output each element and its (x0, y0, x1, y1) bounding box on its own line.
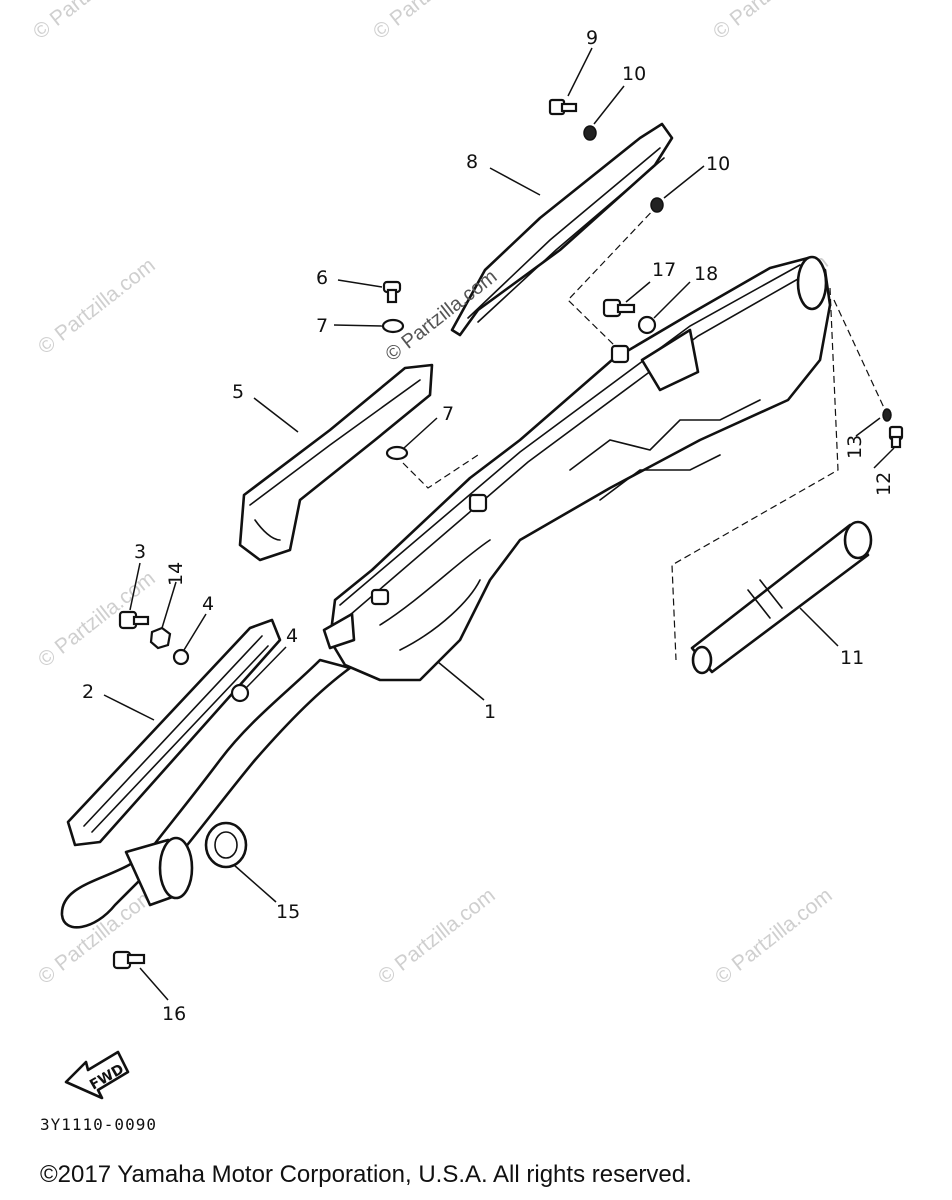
bolt-6 (382, 280, 402, 304)
washer-7-top (381, 318, 405, 334)
part-5-mid-protector (238, 363, 434, 562)
watermark-10: © Partzilla.com (711, 884, 837, 989)
watermark-2: © Partzilla.com (369, 0, 495, 44)
bolt-17 (602, 298, 636, 318)
nut-14 (149, 626, 172, 650)
washer-10-right (650, 197, 664, 213)
washer-13 (882, 408, 892, 422)
assembly-lines (402, 204, 886, 661)
watermark-center: © Partzilla.com (382, 266, 502, 366)
washer-18 (637, 315, 657, 335)
callout-4-upper: 4 (202, 593, 214, 615)
watermark-1: © Partzilla.com (29, 0, 155, 44)
bolt-16 (112, 950, 146, 970)
callout-17: 17 (652, 259, 676, 281)
callout-12: 12 (873, 472, 895, 496)
forward-direction-arrow: FWD (64, 1050, 130, 1100)
watermark-4: © Partzilla.com (34, 254, 160, 359)
part-11-silencer-insert (690, 520, 873, 675)
callout-6: 6 (316, 267, 328, 289)
washer-7-bottom (385, 445, 409, 461)
callout-9: 9 (586, 27, 598, 49)
callout-numbers: 9 10 8 10 6 7 5 7 17 18 13 12 3 14 4 4 2… (82, 27, 895, 1025)
callout-7-bottom: 7 (442, 403, 454, 425)
bolt-9 (548, 98, 578, 116)
part-15-gasket (204, 821, 248, 869)
callout-10-top: 10 (622, 63, 646, 85)
copyright-notice: ©2017 Yamaha Motor Corporation, U.S.A. A… (40, 1161, 692, 1188)
callout-8: 8 (466, 151, 478, 173)
watermarks: © Partzilla.com © Partzilla.com © Partzi… (29, 0, 837, 989)
callout-4-lower: 4 (286, 625, 298, 647)
callout-18: 18 (694, 263, 718, 285)
leader-lines (103, 47, 895, 1001)
hardware (112, 98, 904, 970)
bolt-12 (888, 425, 904, 449)
watermark-9: © Partzilla.com (374, 884, 500, 989)
watermark-3: © Partzilla.com (709, 0, 835, 44)
bolt-3 (118, 610, 150, 630)
part-8-upper-protector (450, 122, 674, 337)
callout-2: 2 (82, 681, 94, 703)
callout-5: 5 (232, 381, 244, 403)
callout-11: 11 (840, 647, 864, 669)
callout-15: 15 (276, 901, 300, 923)
callout-7-top: 7 (316, 315, 328, 337)
callout-3: 3 (134, 541, 146, 563)
callout-13: 13 (844, 435, 866, 459)
callout-16: 16 (162, 1003, 186, 1025)
washer-4-upper (172, 648, 190, 666)
washer-10-top (583, 125, 597, 141)
diagram-code: 3Y1110-0090 (40, 1115, 157, 1134)
part-1-muffler (60, 255, 832, 929)
callout-10-right: 10 (706, 153, 730, 175)
part-2-lower-protector (66, 618, 282, 847)
callout-1: 1 (484, 701, 496, 723)
callout-14: 14 (165, 562, 187, 586)
washer-4-lower (230, 683, 250, 703)
